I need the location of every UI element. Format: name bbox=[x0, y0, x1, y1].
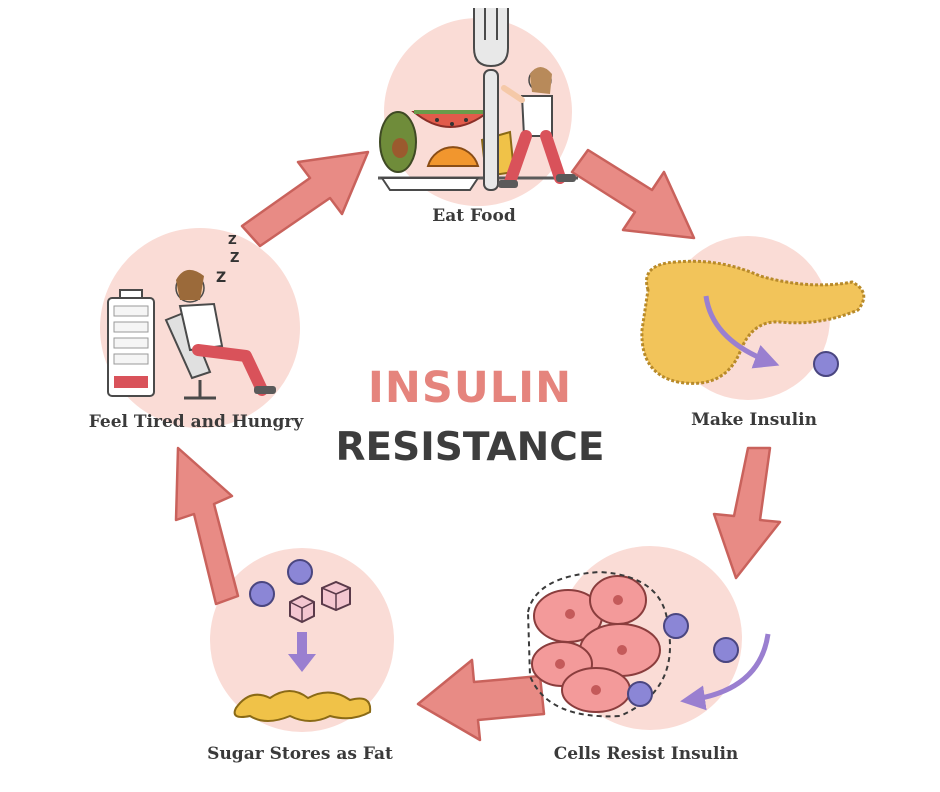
pancreas-icon bbox=[640, 259, 866, 385]
diagram-title-line2: RESISTANCE bbox=[335, 425, 605, 470]
insulin-molecule-icon bbox=[287, 559, 313, 585]
stage-label-tired-hungry: Feel Tired and Hungry bbox=[88, 412, 304, 432]
stage-label-make-insulin: Make Insulin bbox=[691, 410, 817, 430]
arrow-cells-to-fat bbox=[416, 658, 546, 742]
insulin-molecule-icon bbox=[663, 613, 689, 639]
insulin-molecule-icon bbox=[713, 637, 739, 663]
sleep-z-icon: Z bbox=[230, 251, 239, 266]
insulin-molecule-icon bbox=[813, 351, 839, 377]
sugar-cube-icon bbox=[289, 594, 315, 624]
insulin-molecule-icon bbox=[249, 581, 275, 607]
sleep-z-icon: Z bbox=[216, 270, 226, 286]
arrow-fat-to-tired bbox=[174, 446, 240, 606]
stage-label-eat-food: Eat Food bbox=[432, 206, 516, 226]
fat-blob-icon bbox=[233, 690, 372, 722]
arrow-tired-to-eat bbox=[240, 150, 370, 248]
person-walking-icon bbox=[498, 67, 576, 188]
down-arrow-icon bbox=[288, 654, 316, 672]
sugar-cube-icon bbox=[321, 580, 351, 612]
diagram-title-line1: INSULIN bbox=[367, 363, 573, 413]
cells-cluster-icon bbox=[526, 570, 671, 718]
sleeping-person-icon: Z Z Z bbox=[164, 233, 276, 400]
fork-icon bbox=[473, 8, 509, 191]
arrow-eat-to-insulin bbox=[570, 148, 696, 240]
fruit-plate-icon bbox=[378, 110, 578, 191]
sleep-z-icon: Z bbox=[228, 233, 237, 247]
stage-label-cells-resist: Cells Resist Insulin bbox=[553, 744, 739, 764]
stage-label-sugar-fat: Sugar Stores as Fat bbox=[207, 744, 393, 764]
rejected-insulin-arrow bbox=[680, 633, 771, 711]
insulin-molecule-icon bbox=[627, 681, 653, 707]
arrow-insulin-to-cells bbox=[712, 446, 782, 580]
battery-icon bbox=[107, 289, 155, 397]
